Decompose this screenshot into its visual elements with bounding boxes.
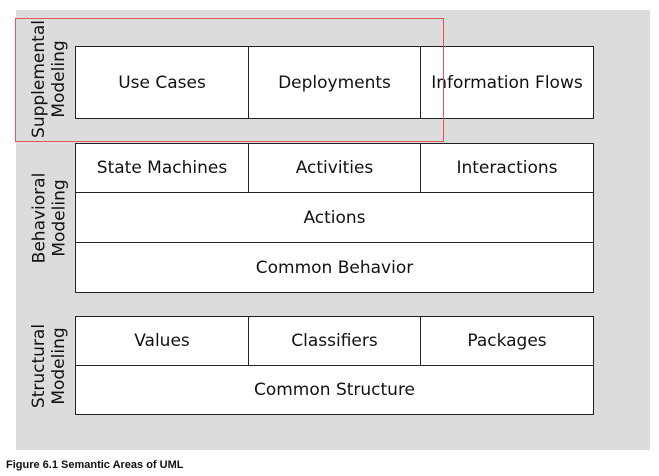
structural-label-line2: Modeling: [49, 326, 70, 405]
structural-modeling-label: Structural Modeling: [24, 316, 74, 415]
structural-label-line1: Structural: [29, 323, 50, 408]
supplemental-label-line1: Supplemental: [29, 20, 49, 138]
behavioral-label-line2: Modeling: [49, 179, 70, 257]
values-box: Values: [75, 316, 249, 366]
interactions-box: Interactions: [420, 143, 594, 193]
common-structure-box: Common Structure: [75, 365, 594, 415]
activities-box: Activities: [248, 143, 421, 193]
behavioral-modeling-label: Behavioral Modeling: [24, 143, 74, 293]
actions-box: Actions: [75, 192, 594, 243]
information-flows-box: Information Flows: [420, 46, 594, 119]
deployments-box: Deployments: [248, 46, 421, 119]
packages-box: Packages: [420, 316, 594, 366]
supplemental-modeling-label: Supplemental Modeling: [24, 20, 74, 138]
state-machines-box: State Machines: [75, 143, 249, 193]
use-cases-box: Use Cases: [75, 46, 249, 119]
classifiers-box: Classifiers: [248, 316, 421, 366]
supplemental-label-line2: Modeling: [49, 40, 69, 118]
common-behavior-box: Common Behavior: [75, 242, 594, 293]
figure-caption: Figure 6.1 Semantic Areas of UML: [6, 459, 184, 471]
behavioral-label-line1: Behavioral: [29, 172, 50, 264]
